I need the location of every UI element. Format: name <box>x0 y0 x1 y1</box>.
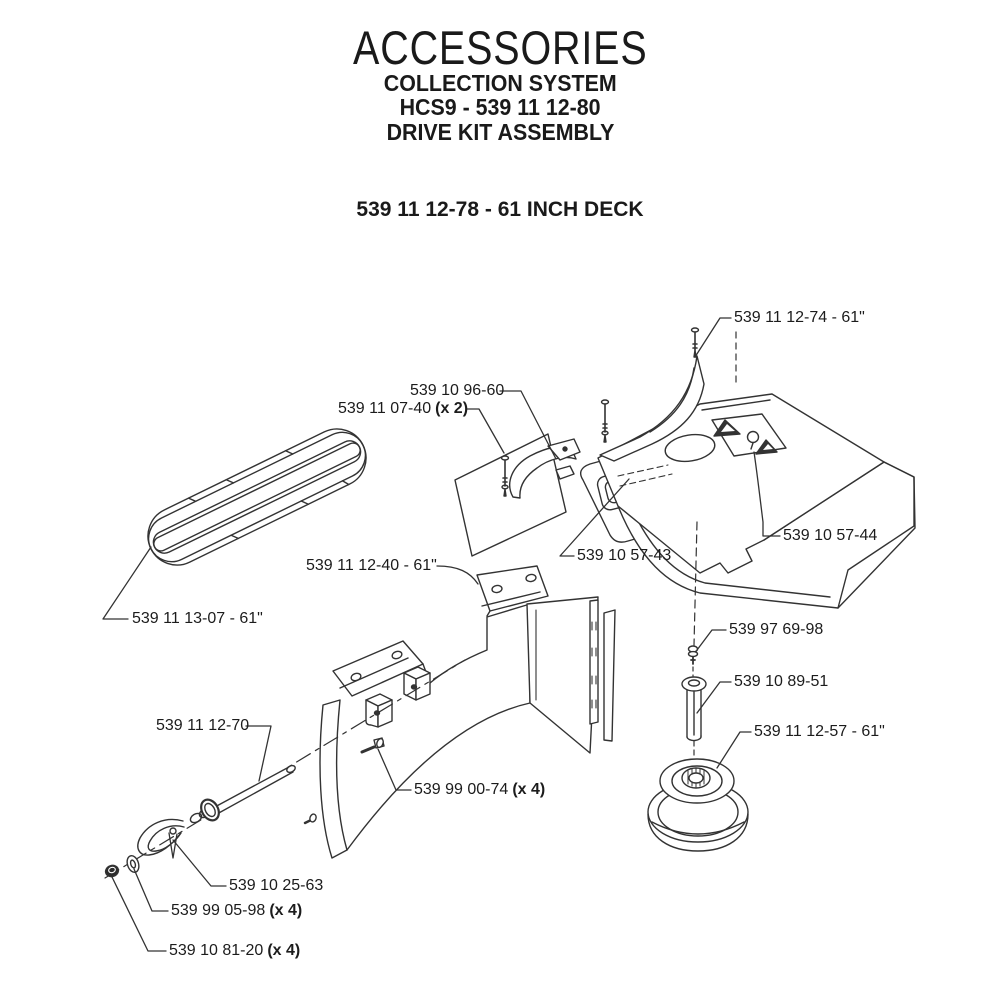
vertical-axis-centerline <box>693 521 698 646</box>
chute-fin-drawing <box>599 355 705 462</box>
part-label-539-11-07-40: 539 11 07-40(x 2) <box>338 400 469 417</box>
hairpin-clip-drawing <box>168 827 178 859</box>
pulley-stack-drawing <box>647 331 749 852</box>
deck-heading: 539 11 12-78 - 61 INCH DECK <box>356 198 644 221</box>
bolt-drawing <box>360 737 385 754</box>
screw-drawing <box>500 455 510 497</box>
idler-rod-drawing <box>104 764 296 878</box>
part-label-539-11-12-70: 539 11 12-70 <box>156 717 250 734</box>
spacer-drawing <box>681 676 707 742</box>
part-label-539-11-12-74: 539 11 12-74 - 61" <box>734 309 865 326</box>
spacer-block-drawing <box>365 693 393 728</box>
part-label-539-11-12-57: 539 11 12-57 - 61" <box>754 723 885 740</box>
subtitle-collection-system: COLLECTION SYSTEM <box>383 70 617 96</box>
screw-drawing <box>690 327 700 358</box>
part-label-539-11-13-07: 539 11 13-07 - 61" <box>132 610 263 627</box>
leader-lines <box>102 317 781 952</box>
part-label-539-10-81-20: 539 10 81-20(x 4) <box>169 942 301 959</box>
idler-pulley-drawing <box>647 758 749 852</box>
belt-drawing <box>147 428 367 566</box>
screw-drawing <box>600 399 610 443</box>
part-label-539-97-69-98: 539 97 69-98 <box>729 621 824 638</box>
page-title: ACCESSORIES <box>352 21 648 74</box>
warning-decals-drawing <box>711 413 787 457</box>
part-label-539-11-12-40: 539 11 12-40 - 61" <box>306 557 437 574</box>
hook-end-drawing <box>137 818 185 856</box>
part-label-539-10-89-51: 539 10 89-51 <box>734 673 829 690</box>
spacer-block-drawing <box>403 666 431 701</box>
cover-assembly-drawing <box>454 327 916 609</box>
part-label-539-10-57-44: 539 10 57-44 <box>783 527 878 544</box>
part-label-539-10-25-63: 539 10 25-63 <box>229 877 324 894</box>
nut-drawing <box>104 864 120 878</box>
bolt-drawing <box>303 813 317 825</box>
bolt-drawing <box>687 645 699 665</box>
part-label-539-99-00-74: 539 99 00-74(x 4) <box>414 781 546 798</box>
latch-handle-drawing <box>509 438 581 499</box>
mounting-bracket-drawing <box>303 565 616 859</box>
subtitle-model-number: HCS9 - 539 11 12-80 <box>399 94 601 121</box>
title-block: ACCESSORIES COLLECTION SYSTEM HCS9 - 539… <box>0 24 1000 144</box>
subtitle-kit-name: DRIVE KIT ASSEMBLY <box>386 118 614 145</box>
part-label-539-10-96-60: 539 10 96-60 <box>410 382 505 399</box>
part-label-539-10-57-43: 539 10 57-43 <box>577 547 672 564</box>
part-label-539-99-05-98: 539 99 05-98(x 4) <box>171 902 303 919</box>
rod-axis-centerline <box>104 659 466 879</box>
ring-drawing <box>200 798 220 822</box>
